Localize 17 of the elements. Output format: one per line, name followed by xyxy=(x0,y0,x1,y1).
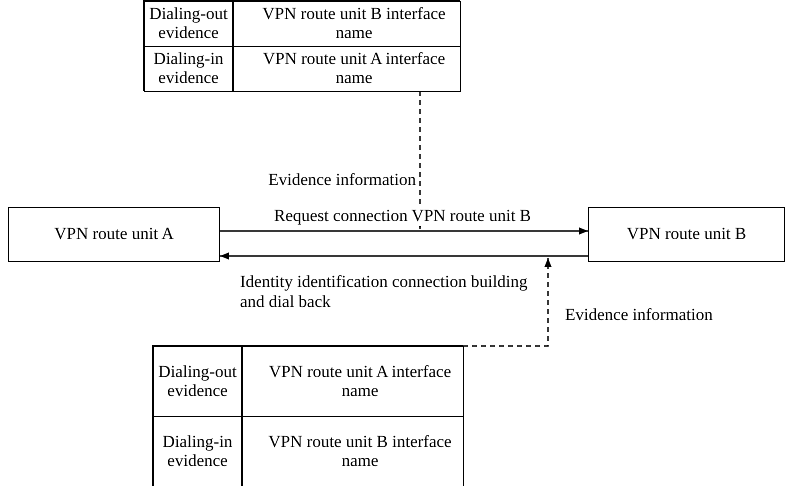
unit-box: Dialing-out evidence xyxy=(144,1,233,47)
edge-label: Request connection VPN route unit B xyxy=(272,206,534,226)
arrow xyxy=(220,227,588,235)
unit-box: Dialing-out evidence xyxy=(153,346,242,417)
unit-box: Dialing-in evidence xyxy=(153,416,242,486)
dashed-arrow xyxy=(416,91,424,229)
unit-box: VPN route unit A interface name xyxy=(233,46,461,92)
unit-box: VPN route unit A interface name xyxy=(242,346,464,417)
arrow xyxy=(220,252,588,260)
unit-box: VPN route unit A xyxy=(8,207,220,262)
table xyxy=(152,345,463,486)
unit-box: VPN route unit B xyxy=(588,207,785,262)
dashed-arrow xyxy=(463,258,552,347)
unit-box: Dialing-in evidence xyxy=(144,46,233,92)
table xyxy=(143,0,460,91)
unit-box: VPN route unit B interface name xyxy=(233,1,461,47)
unit-box: VPN route unit B interface name xyxy=(242,416,464,486)
